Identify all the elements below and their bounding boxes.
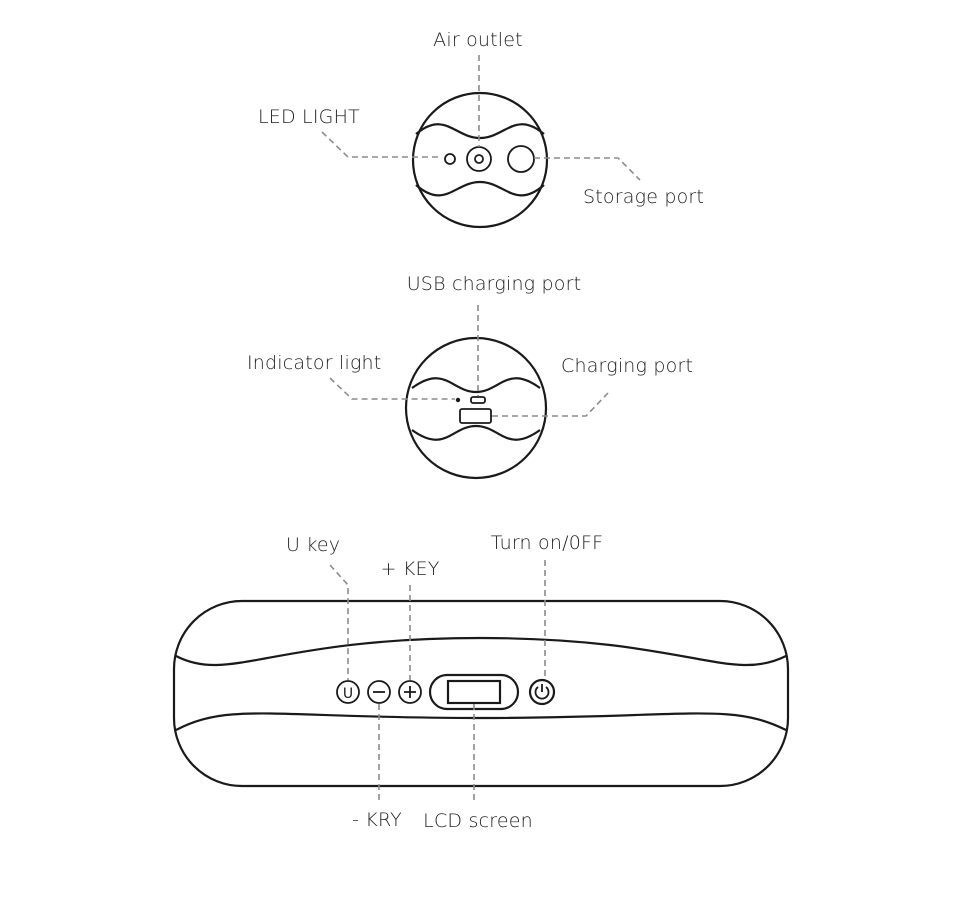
plus-key-button bbox=[398, 680, 422, 704]
top-end-view: Air outlet LED LIGHT Storage port bbox=[258, 29, 704, 229]
indicator-light-dot bbox=[455, 397, 461, 403]
indicator-light-leader bbox=[329, 377, 455, 400]
charging-end-upper-band bbox=[411, 377, 541, 394]
power-button bbox=[528, 678, 556, 706]
indicator-light-label: Indicator light bbox=[247, 352, 381, 374]
front-lower-band bbox=[175, 712, 787, 731]
air-outlet-label: Air outlet bbox=[433, 29, 523, 51]
u-key-label: U key bbox=[286, 534, 340, 556]
power-icon bbox=[534, 684, 550, 700]
lcd-screen-label: LCD screen bbox=[423, 810, 533, 832]
top-end-upper-band bbox=[415, 123, 545, 140]
air-outlet-hole bbox=[474, 154, 484, 164]
front-view: U U key + KEY Turn on/0FF - KRY LCD scre… bbox=[172, 532, 790, 832]
u-key-glyph: U bbox=[343, 686, 353, 702]
lcd-screen bbox=[446, 679, 502, 705]
charging-end-lower-band bbox=[411, 424, 541, 441]
u-key-leader bbox=[329, 564, 349, 680]
usb-port-slot bbox=[470, 396, 486, 404]
led-light-leader bbox=[321, 131, 438, 158]
plus-key-label: + KEY bbox=[380, 558, 439, 580]
storage-port-hole bbox=[507, 145, 535, 173]
minus-key-button bbox=[367, 680, 391, 704]
storage-port-label: Storage port bbox=[583, 186, 704, 208]
air-outlet-ring bbox=[466, 146, 492, 172]
plus-icon bbox=[404, 686, 416, 698]
front-body bbox=[172, 599, 790, 788]
minus-key-label: - KRY bbox=[352, 809, 402, 831]
charging-end-view: USB charging port Indicator light Chargi… bbox=[247, 273, 693, 480]
charging-end-body bbox=[404, 336, 548, 480]
u-key-button bbox=[336, 680, 360, 704]
charging-port-slot bbox=[459, 408, 492, 424]
storage-port-leader bbox=[534, 157, 641, 181]
led-light-hole bbox=[444, 153, 456, 165]
led-light-label: LED LIGHT bbox=[258, 106, 360, 128]
charging-port-label: Charging port bbox=[561, 355, 693, 377]
turn-on-off-label: Turn on/0FF bbox=[491, 532, 604, 554]
charging-port-leader bbox=[492, 392, 609, 417]
front-upper-band bbox=[175, 636, 787, 667]
top-end-lower-band bbox=[415, 180, 545, 197]
top-end-body bbox=[411, 91, 549, 229]
usb-charging-port-label: USB charging port bbox=[407, 273, 582, 295]
